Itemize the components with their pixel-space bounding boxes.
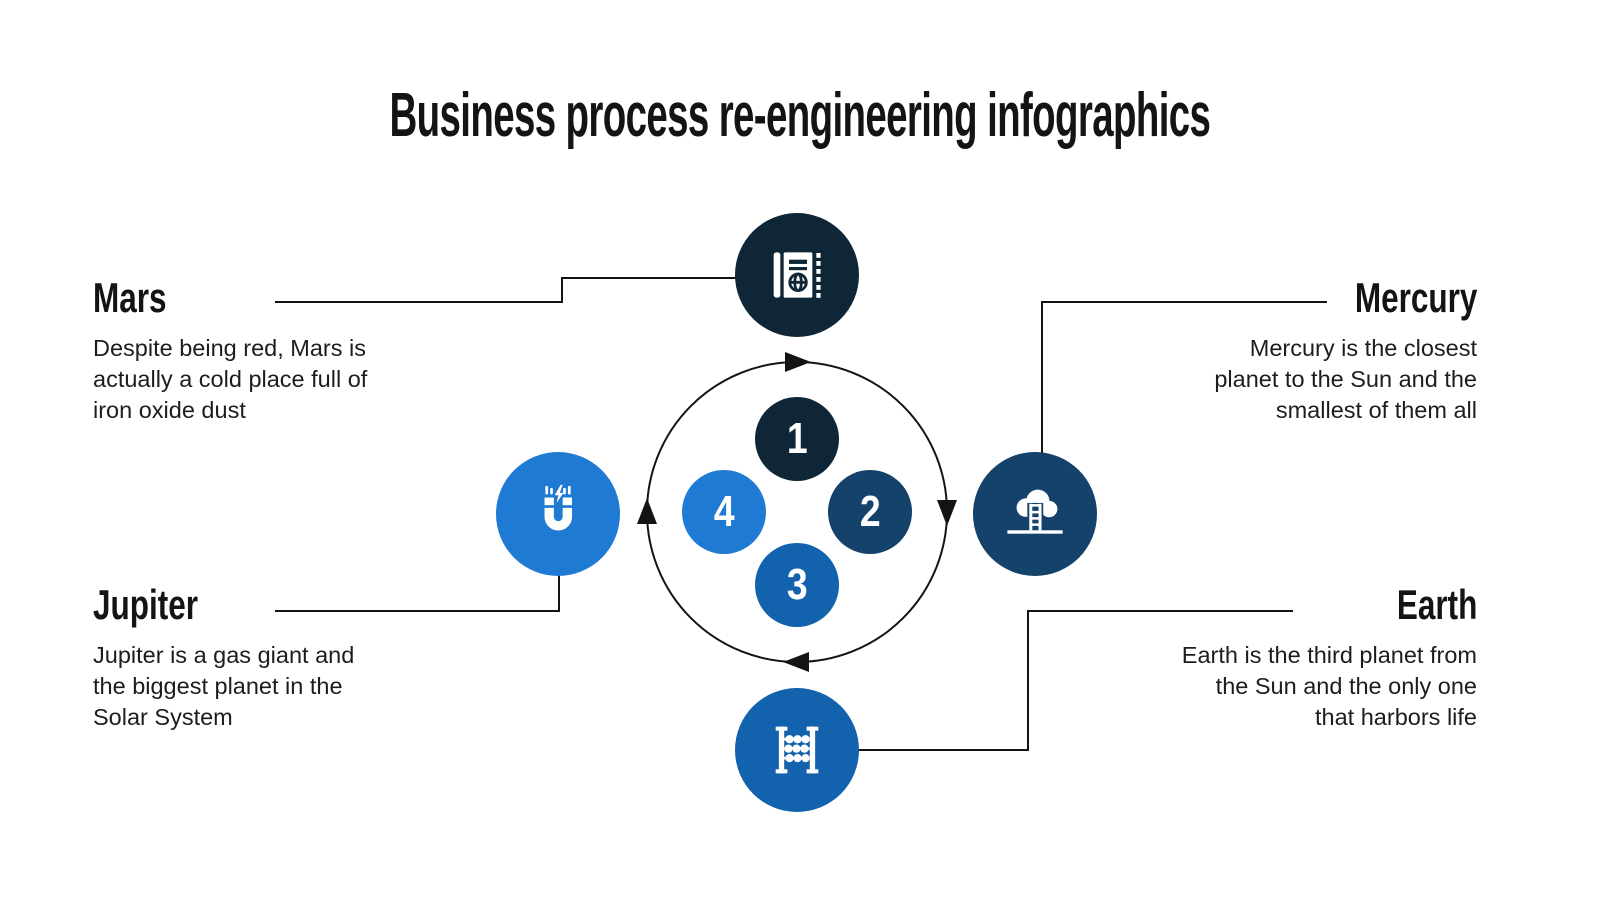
page-title-text: Business process re-engineering infograp…: [389, 81, 1211, 150]
step-number-1: 1: [786, 414, 808, 463]
passport-icon: [773, 252, 821, 298]
magnet-icon: [544, 484, 573, 531]
arrow-bottom-icon: [783, 652, 809, 672]
arrow-left-icon: [637, 498, 657, 524]
section-mercury-description: Mercury is the closest planet to the Sun…: [1214, 335, 1477, 423]
section-earth-description: Earth is the third planet from the Sun a…: [1181, 642, 1477, 730]
section-mars-description: Despite being red, Mars is actually a co…: [93, 335, 368, 423]
step-3-icon-circle: [735, 688, 859, 812]
section-jupiter-title: Jupiter: [93, 581, 199, 628]
page-title: Business process re-engineering infograp…: [0, 76, 1600, 156]
connector-jupiter: [275, 575, 560, 612]
section-jupiter: Jupiter Jupiter is a gas giant and the b…: [93, 583, 354, 733]
arrow-right-icon: [937, 500, 957, 526]
section-mercury-title: Mercury: [1354, 274, 1477, 321]
step-number-2: 2: [859, 487, 881, 536]
abacus-icon: [775, 726, 819, 774]
connector-mercury: [1041, 301, 1327, 453]
section-jupiter-description: Jupiter is a gas giant and the biggest p…: [93, 642, 355, 730]
step-circle-4: 4: [682, 470, 766, 554]
step-1-icon-circle: [735, 213, 859, 337]
step-circle-1: 1: [755, 397, 839, 481]
section-earth-title: Earth: [1396, 581, 1477, 628]
section-mars-title: Mars: [93, 274, 167, 321]
cloud-ladder-icon: [1007, 489, 1063, 534]
step-number-4: 4: [713, 487, 735, 536]
step-circle-3: 3: [755, 543, 839, 627]
step-number-3: 3: [786, 560, 808, 609]
step-2-icon-circle: [973, 452, 1097, 576]
section-mercury: Mercury Mercury is the closest planet to…: [1214, 276, 1477, 426]
connector-mars: [275, 277, 736, 303]
arrow-top-icon: [785, 352, 811, 372]
step-circle-2: 2: [828, 470, 912, 554]
step-4-icon-circle: [496, 452, 620, 576]
connector-earth: [858, 610, 1293, 751]
section-earth: Earth Earth is the third planet from the…: [1182, 583, 1477, 733]
section-mars: Mars Despite being red, Mars is actually…: [93, 276, 367, 426]
